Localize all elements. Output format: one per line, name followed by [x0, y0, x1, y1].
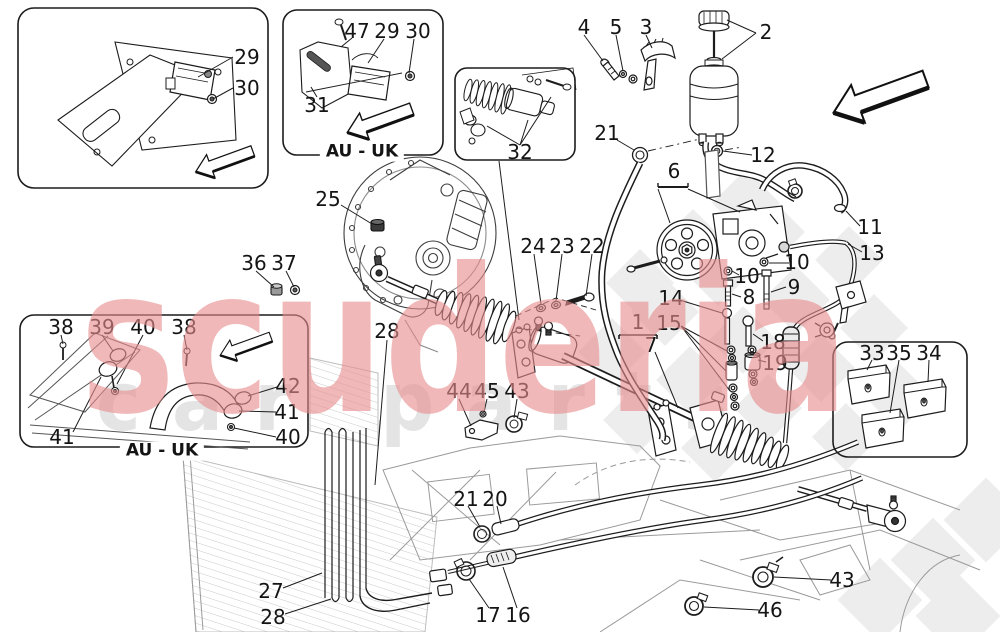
callout-34-34: 34 — [916, 341, 942, 365]
callout-7-31: 7 — [644, 333, 658, 357]
wheel-hub-assembly-art — [343, 156, 497, 353]
callout-21-47: 21 — [453, 487, 479, 511]
callout-37-22: 37 — [271, 251, 297, 275]
callout-38-36: 38 — [48, 315, 74, 339]
inset-box-bracket-2-auuk — [282, 9, 444, 156]
region-label-au-uk-top: AU - UK — [319, 142, 405, 162]
callout-43-46: 43 — [504, 379, 530, 403]
inset-box-radiator-clamps-auuk — [19, 314, 309, 450]
callout-35-33: 35 — [886, 341, 912, 365]
callout-11-13: 11 — [857, 215, 883, 239]
reservoir-art — [600, 10, 739, 147]
callout-47-2: 47 — [344, 19, 370, 43]
grommet-36-37-art — [270, 283, 301, 296]
callout-28-35: 28 — [374, 319, 400, 343]
callout-45-45: 45 — [474, 379, 500, 403]
callout-36-21: 36 — [241, 251, 267, 275]
callout-29-0: 29 — [234, 45, 260, 69]
callout-23-24: 23 — [549, 234, 575, 258]
callout-40-38: 40 — [130, 315, 156, 339]
callout-46-54: 46 — [757, 598, 783, 622]
callout-44-44: 44 — [446, 379, 472, 403]
callout-18-28: 18 — [760, 330, 786, 354]
callout-33-32: 33 — [859, 341, 885, 365]
chassis-background-art — [182, 357, 981, 632]
callout-3-9: 3 — [639, 15, 653, 39]
callout-30-4: 30 — [405, 19, 431, 43]
leader-lines — [60, 19, 930, 615]
callout-27-49: 27 — [258, 579, 284, 603]
callout-31-5: 31 — [304, 93, 330, 117]
callout-10-16: 10 — [784, 250, 810, 274]
callout-1-30: 1 — [631, 310, 645, 334]
callout-21-11: 21 — [594, 121, 620, 145]
cooler-pipes-art — [324, 410, 784, 616]
callout-32-6: 32 — [507, 140, 533, 164]
callout-20-48: 20 — [482, 487, 508, 511]
callout-29-3: 29 — [374, 19, 400, 43]
callout-9-17: 9 — [787, 275, 801, 299]
region-label-au-uk-left: AU - UK — [119, 441, 205, 461]
callout-24-23: 24 — [520, 234, 546, 258]
callout-22-25: 22 — [579, 234, 605, 258]
callout-42-40: 42 — [275, 374, 301, 398]
callout-30-1: 30 — [234, 76, 260, 100]
callout-15-27: 15 — [656, 311, 682, 335]
callout-14-26: 14 — [658, 286, 684, 310]
callout-4-7: 4 — [577, 15, 591, 39]
callout-43-53: 43 — [829, 568, 855, 592]
inset-box-bracket-1 — [17, 7, 269, 189]
callout-10-18: 10 — [734, 264, 760, 288]
callout-8-19: 8 — [742, 285, 756, 309]
callout-28-50: 28 — [260, 605, 286, 629]
inset-box-inner-tierod — [454, 67, 577, 161]
inset-box-shims — [832, 341, 968, 458]
callout-40-42: 40 — [275, 425, 301, 449]
callout-16-52: 16 — [505, 603, 531, 627]
callout-12-12: 12 — [750, 143, 776, 167]
callout-25-20: 25 — [315, 187, 341, 211]
callout-6-15: 6 — [667, 159, 681, 183]
callout-41-41: 41 — [274, 400, 300, 424]
pump-art — [515, 149, 867, 411]
callout-5-8: 5 — [609, 15, 623, 39]
callout-39-37: 39 — [89, 315, 115, 339]
callout-17-51: 17 — [475, 603, 501, 627]
callout-38-39: 38 — [171, 315, 197, 339]
callout-2-10: 2 — [759, 20, 773, 44]
callout-13-14: 13 — [859, 241, 885, 265]
callout-41-43: 41 — [49, 425, 75, 449]
callout-19-29: 19 — [762, 351, 788, 375]
steering-rack-art — [369, 160, 907, 533]
